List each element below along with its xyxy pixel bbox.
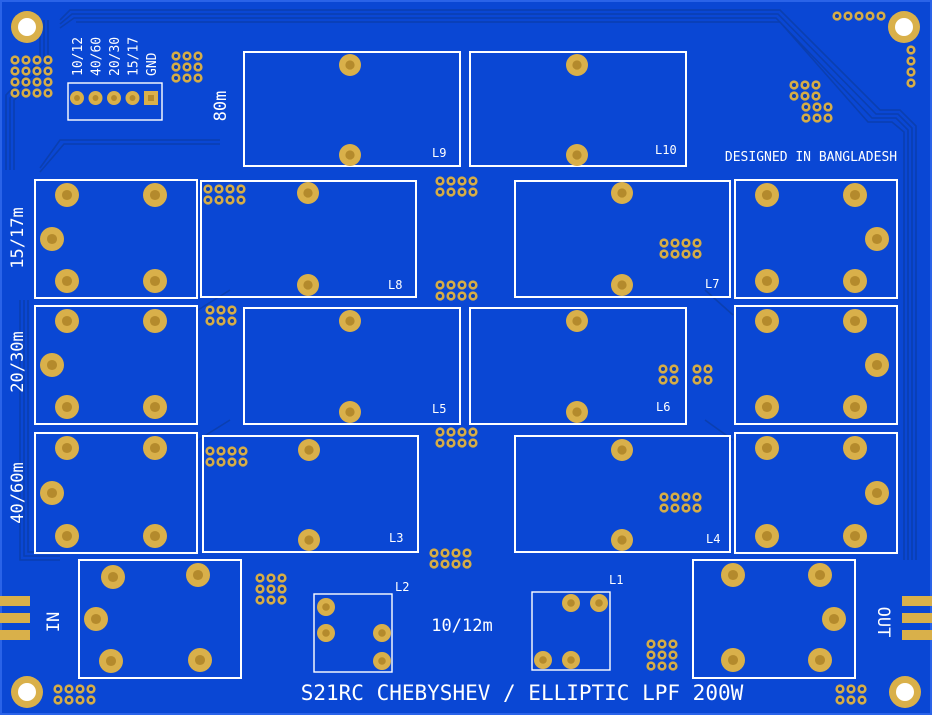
header-pin-label: 10/12 [71,37,86,76]
relay [734,432,898,554]
via-cluster [205,446,248,467]
board-title: S21RC CHEBYSHEV / ELLIPTIC LPF 200W [301,681,744,705]
via-cluster [692,364,713,385]
mounting-holes [11,11,921,708]
inductor-label: L6 [656,400,670,414]
relay [34,179,198,299]
band-label-10-12m: 10/12m [431,616,492,636]
inductor-label: L1 [609,573,623,587]
inductor-label: L3 [389,531,403,545]
via-cluster [789,80,821,101]
inductor-label: L5 [432,402,446,416]
band-label-20-30m: 20/30m [8,331,28,392]
inductor-l7: L7 [514,180,731,298]
via-cluster [435,427,478,448]
via-cluster [801,102,833,123]
inductor-label: L9 [432,146,446,160]
via-cluster [435,176,478,197]
inductor-l6: L6 [469,307,687,425]
header-pin-label: GND [145,52,160,76]
relay [34,432,198,554]
inductor-label: L2 [395,580,409,594]
relay [734,179,898,299]
via-cluster [906,45,916,88]
via-cluster [659,238,702,259]
inductor-l10: L10 [469,51,687,167]
out-label: OUT [873,607,893,638]
relay-out [692,559,856,679]
via-cluster [171,51,203,83]
designed-in-label: DESIGNED IN BANGLADESH [725,150,897,165]
via-cluster [255,573,287,605]
via-cluster [53,684,96,705]
inductor-l4: L4 [514,435,731,553]
via-cluster [435,280,478,301]
relays [34,179,898,679]
via-cluster [832,11,886,21]
inductor-l8: L8 [200,180,417,298]
header-pin-label: 15/17 [127,37,142,76]
via-cluster [835,684,867,705]
via-cluster [658,364,679,385]
via-clusters [10,11,916,705]
inductor-label: L7 [705,277,719,291]
inductor-l5: L5 [243,307,461,425]
edge-connector-in: IN [0,596,64,640]
in-label: IN [44,612,64,632]
band-label-80m: 80m [211,91,231,122]
relay [34,305,198,425]
via-cluster [429,548,472,569]
via-cluster [646,639,678,671]
copper-traces [5,9,917,561]
via-cluster [205,305,237,326]
inductor-label: L10 [655,143,677,157]
band-label-40-60m: 40/60m [8,462,28,523]
via-cluster [203,184,246,205]
inductor-l9: L9 [243,51,461,167]
via-cluster [659,492,702,513]
inductor-l1: L1 [531,573,623,671]
relay-in [78,559,242,679]
header-pin-label: 20/30 [108,37,123,76]
inductor-l2: L2 [313,580,409,673]
relay [734,305,898,425]
inductor-label: L8 [388,278,402,292]
inductor-l3: L3 [202,435,419,553]
inductor-label: L4 [706,532,720,546]
header-pin-label: 40/60 [90,37,105,76]
edge-connector-out: OUT [873,596,932,640]
band-label-15-17m: 15/17m [8,207,28,268]
via-cluster [10,55,53,98]
